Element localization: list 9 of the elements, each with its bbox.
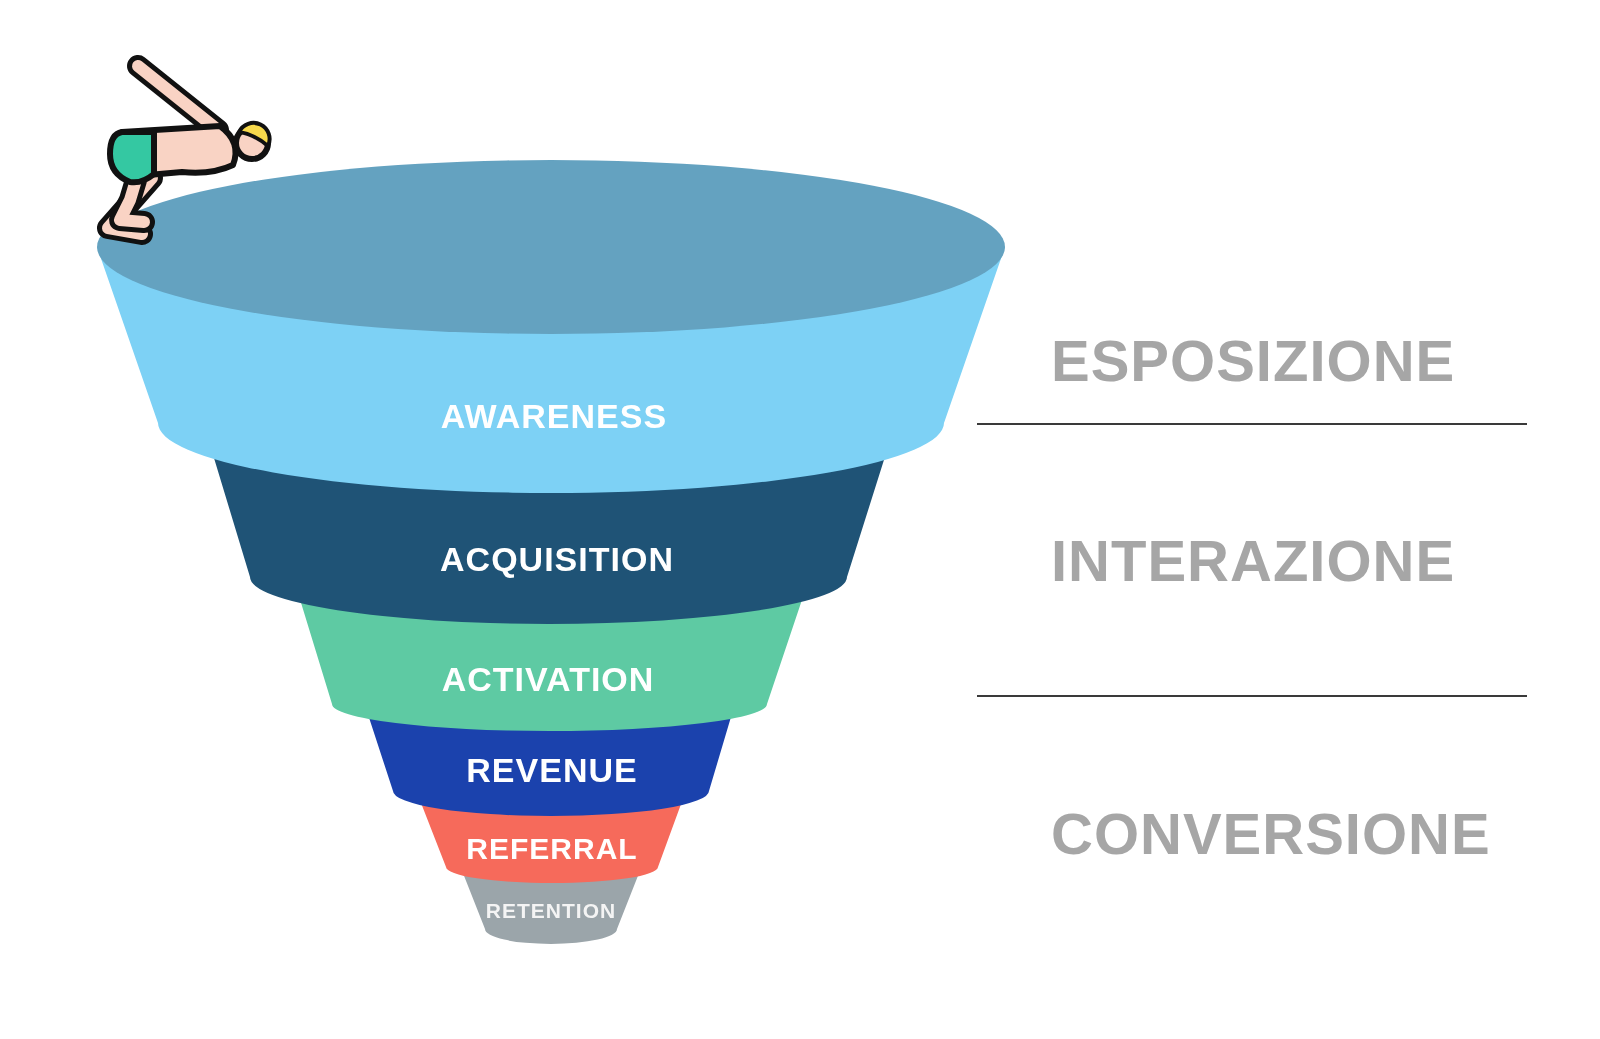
stage-label: ACTIVATION xyxy=(441,662,655,696)
stage-label: RETENTION xyxy=(485,899,617,921)
phase-label: CONVERSIONE xyxy=(1051,805,1491,864)
stage-label: REVENUE xyxy=(466,753,638,787)
stage-label: REFERRAL xyxy=(466,834,638,864)
stage-label: AWARENESS xyxy=(440,399,668,433)
phase-label: ESPOSIZIONE xyxy=(1051,332,1456,391)
phase-label: INTERAZIONE xyxy=(1051,532,1456,591)
stage-label: ACQUISITION xyxy=(440,542,674,576)
